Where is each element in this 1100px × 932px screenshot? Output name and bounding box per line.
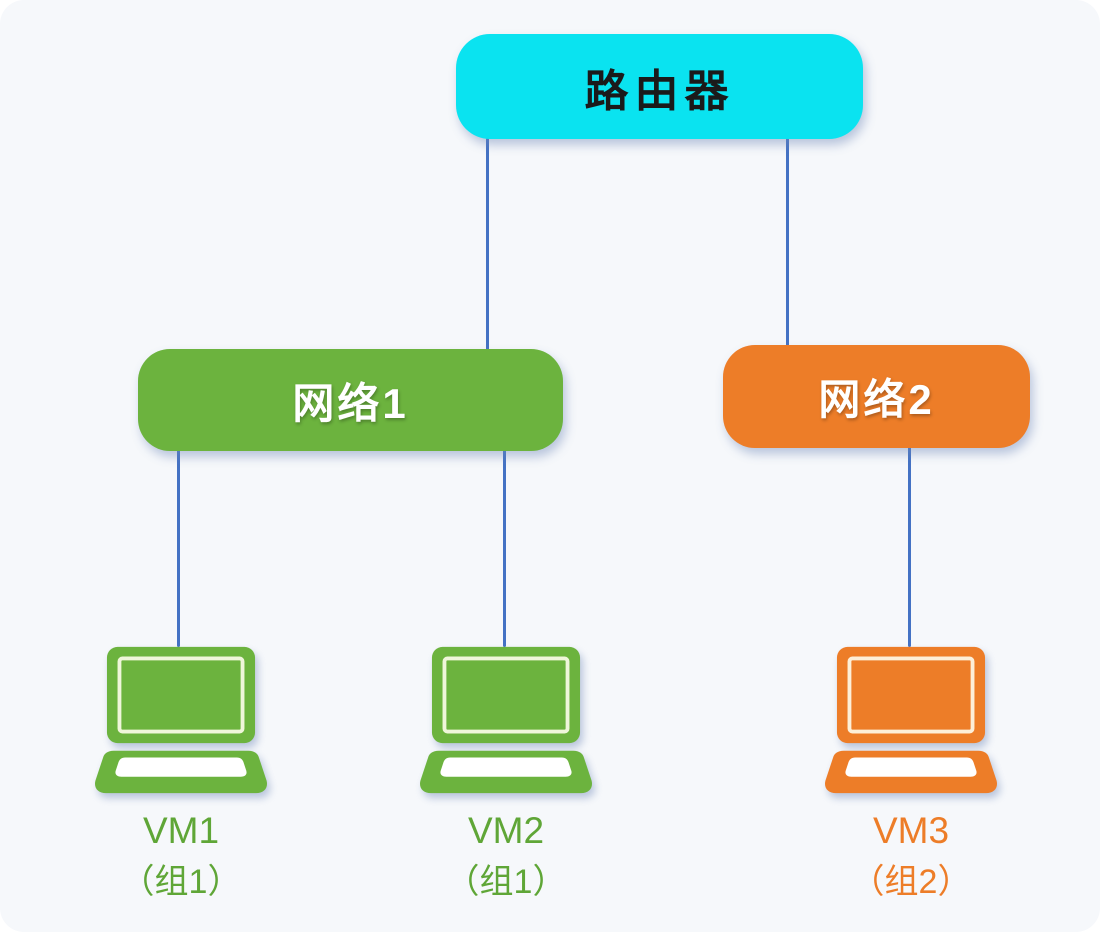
vm2-laptop-icon xyxy=(416,645,596,795)
laptop-icon xyxy=(824,646,998,794)
node-router: 路由器 xyxy=(456,34,863,139)
vm1-label: VM1 （组1） xyxy=(51,806,311,908)
vm1-group: （组1） xyxy=(120,863,242,901)
node-network2-label: 网络2 xyxy=(818,376,935,423)
edge-router-network2 xyxy=(786,138,789,347)
laptop-icon xyxy=(94,646,268,794)
node-network2: 网络2 xyxy=(723,345,1030,448)
edge-router-network1 xyxy=(486,138,489,351)
vm2-label: VM2 （组1） xyxy=(376,806,636,908)
edge-network2-vm3 xyxy=(908,446,911,647)
vm2-group: （组1） xyxy=(445,863,567,901)
node-network1-label: 网络1 xyxy=(292,379,409,427)
vm2-name: VM2 xyxy=(467,810,545,851)
node-router-label: 路由器 xyxy=(584,66,735,116)
vm3-label: VM3 （组2） xyxy=(781,806,1041,908)
vm3-group: （组2） xyxy=(850,863,972,901)
edge-network1-vm2 xyxy=(503,449,506,647)
laptop-icon xyxy=(419,646,593,794)
vm3-name: VM3 xyxy=(872,810,950,851)
node-network1: 网络1 xyxy=(138,349,563,451)
vm1-name: VM1 xyxy=(142,810,220,851)
edge-network1-vm1 xyxy=(177,449,180,647)
vm3-laptop-icon xyxy=(821,645,1001,795)
vm1-laptop-icon xyxy=(91,645,271,795)
